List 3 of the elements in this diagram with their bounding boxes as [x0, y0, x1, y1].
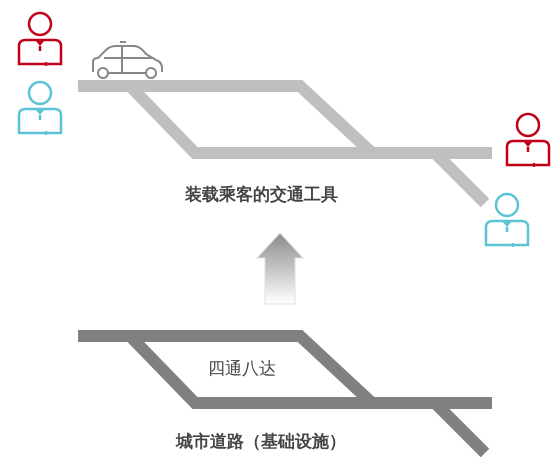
caption-text: 装载乘客的交通工具: [185, 184, 338, 206]
caption-text: 城市道路（基础设施）: [176, 431, 346, 453]
road-label: 四通八达: [208, 358, 276, 380]
